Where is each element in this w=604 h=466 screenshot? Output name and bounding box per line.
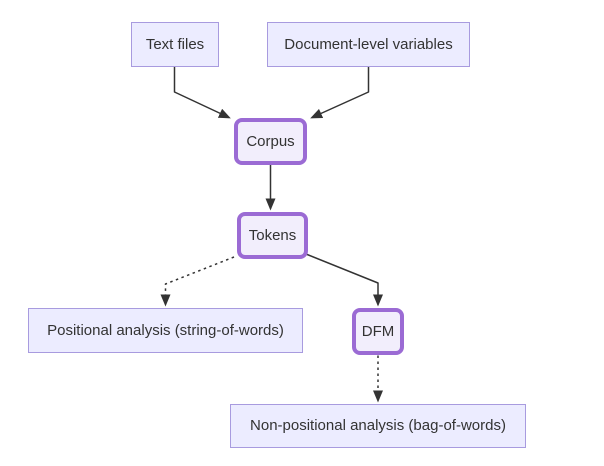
node-tokens: Tokens <box>237 212 308 259</box>
edge-text-files-to-corpus <box>173 67 231 119</box>
node-document-level-variables: Document-level variables <box>267 22 470 67</box>
node-positional-analysis: Positional analysis (string-of-words) <box>28 308 303 353</box>
node-text-files: Text files <box>131 22 219 67</box>
node-non-positional-analysis: Non-positional analysis (bag-of-words) <box>230 404 526 448</box>
node-corpus: Corpus <box>234 118 307 165</box>
node-dfm: DFM <box>352 308 404 355</box>
edge-tokens-to-dfm <box>305 253 383 307</box>
edge-doc-vars-to-corpus <box>310 67 370 119</box>
edge-tokens-to-positional <box>160 256 235 307</box>
